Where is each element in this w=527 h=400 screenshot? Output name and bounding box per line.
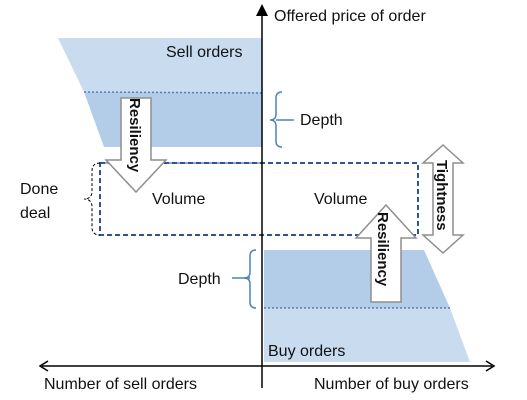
sell-orders-label: Sell orders xyxy=(166,44,242,61)
done-deal-label-line2: deal xyxy=(20,205,50,222)
resiliency-down-arrow: Resiliency xyxy=(104,97,168,194)
quantity-axis-left-arrow xyxy=(38,360,49,372)
resiliency-down-label: Resiliency xyxy=(126,98,143,173)
resiliency-up-label: Resiliency xyxy=(374,212,391,287)
done-deal-brace xyxy=(83,162,101,236)
depth-top-label: Depth xyxy=(300,112,343,129)
buy-axis-label: Number of buy orders xyxy=(314,376,469,393)
sell-axis-label: Number of sell orders xyxy=(44,376,197,393)
buy-orders-region xyxy=(264,250,470,362)
buy-region-upper xyxy=(264,250,450,308)
depth-brace-top xyxy=(269,91,283,148)
buy-region-lower xyxy=(264,308,470,362)
depth-brace-bottom xyxy=(243,249,257,309)
spread-dashed-box xyxy=(99,162,419,236)
tightness-label: Tightness xyxy=(433,160,450,231)
done-deal-label-line1: Done xyxy=(20,181,58,198)
tightness-arrow: Tightness xyxy=(421,143,465,255)
resiliency-up-arrow: Resiliency xyxy=(354,203,418,303)
sell-region-lower xyxy=(84,92,262,147)
sell-depth-line xyxy=(83,91,263,94)
volume-left-label: Volume xyxy=(152,191,205,208)
sell-region-upper xyxy=(58,38,262,92)
price-axis-label: Offered price of order xyxy=(274,8,426,25)
buy-orders-label: Buy orders xyxy=(268,343,345,360)
quantity-axis-right-arrow xyxy=(485,360,496,372)
depth-bottom-label: Depth xyxy=(178,271,221,288)
volume-right-label: Volume xyxy=(314,191,367,208)
